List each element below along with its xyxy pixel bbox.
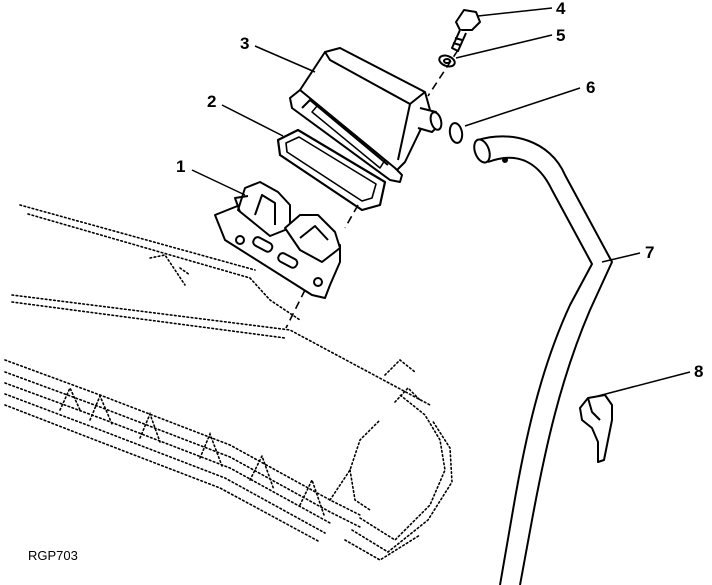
part-8-clip [579, 394, 613, 463]
callout-3: 3 [240, 34, 249, 53]
callout-8: 8 [694, 362, 703, 381]
part-1-baffle [214, 181, 341, 299]
part-5-washer [438, 54, 456, 68]
assembly-lines [285, 49, 459, 329]
callout-4: 4 [556, 0, 566, 18]
callout-1: 1 [176, 157, 185, 176]
part-7-breather-tube [473, 135, 613, 585]
callout-5: 5 [556, 26, 565, 45]
figure-reference-code: RGP703 [28, 548, 78, 563]
part-2-gasket [276, 128, 387, 212]
callout-7: 7 [645, 243, 654, 262]
callout-2: 2 [207, 92, 216, 111]
callout-6: 6 [586, 78, 595, 97]
leader-lines [191, 7, 691, 397]
part-3-breather-housing [289, 47, 443, 183]
part-4-cap-screw [451, 9, 481, 52]
rocker-cover-outline [4, 204, 453, 561]
part-6-o-ring [448, 122, 464, 144]
